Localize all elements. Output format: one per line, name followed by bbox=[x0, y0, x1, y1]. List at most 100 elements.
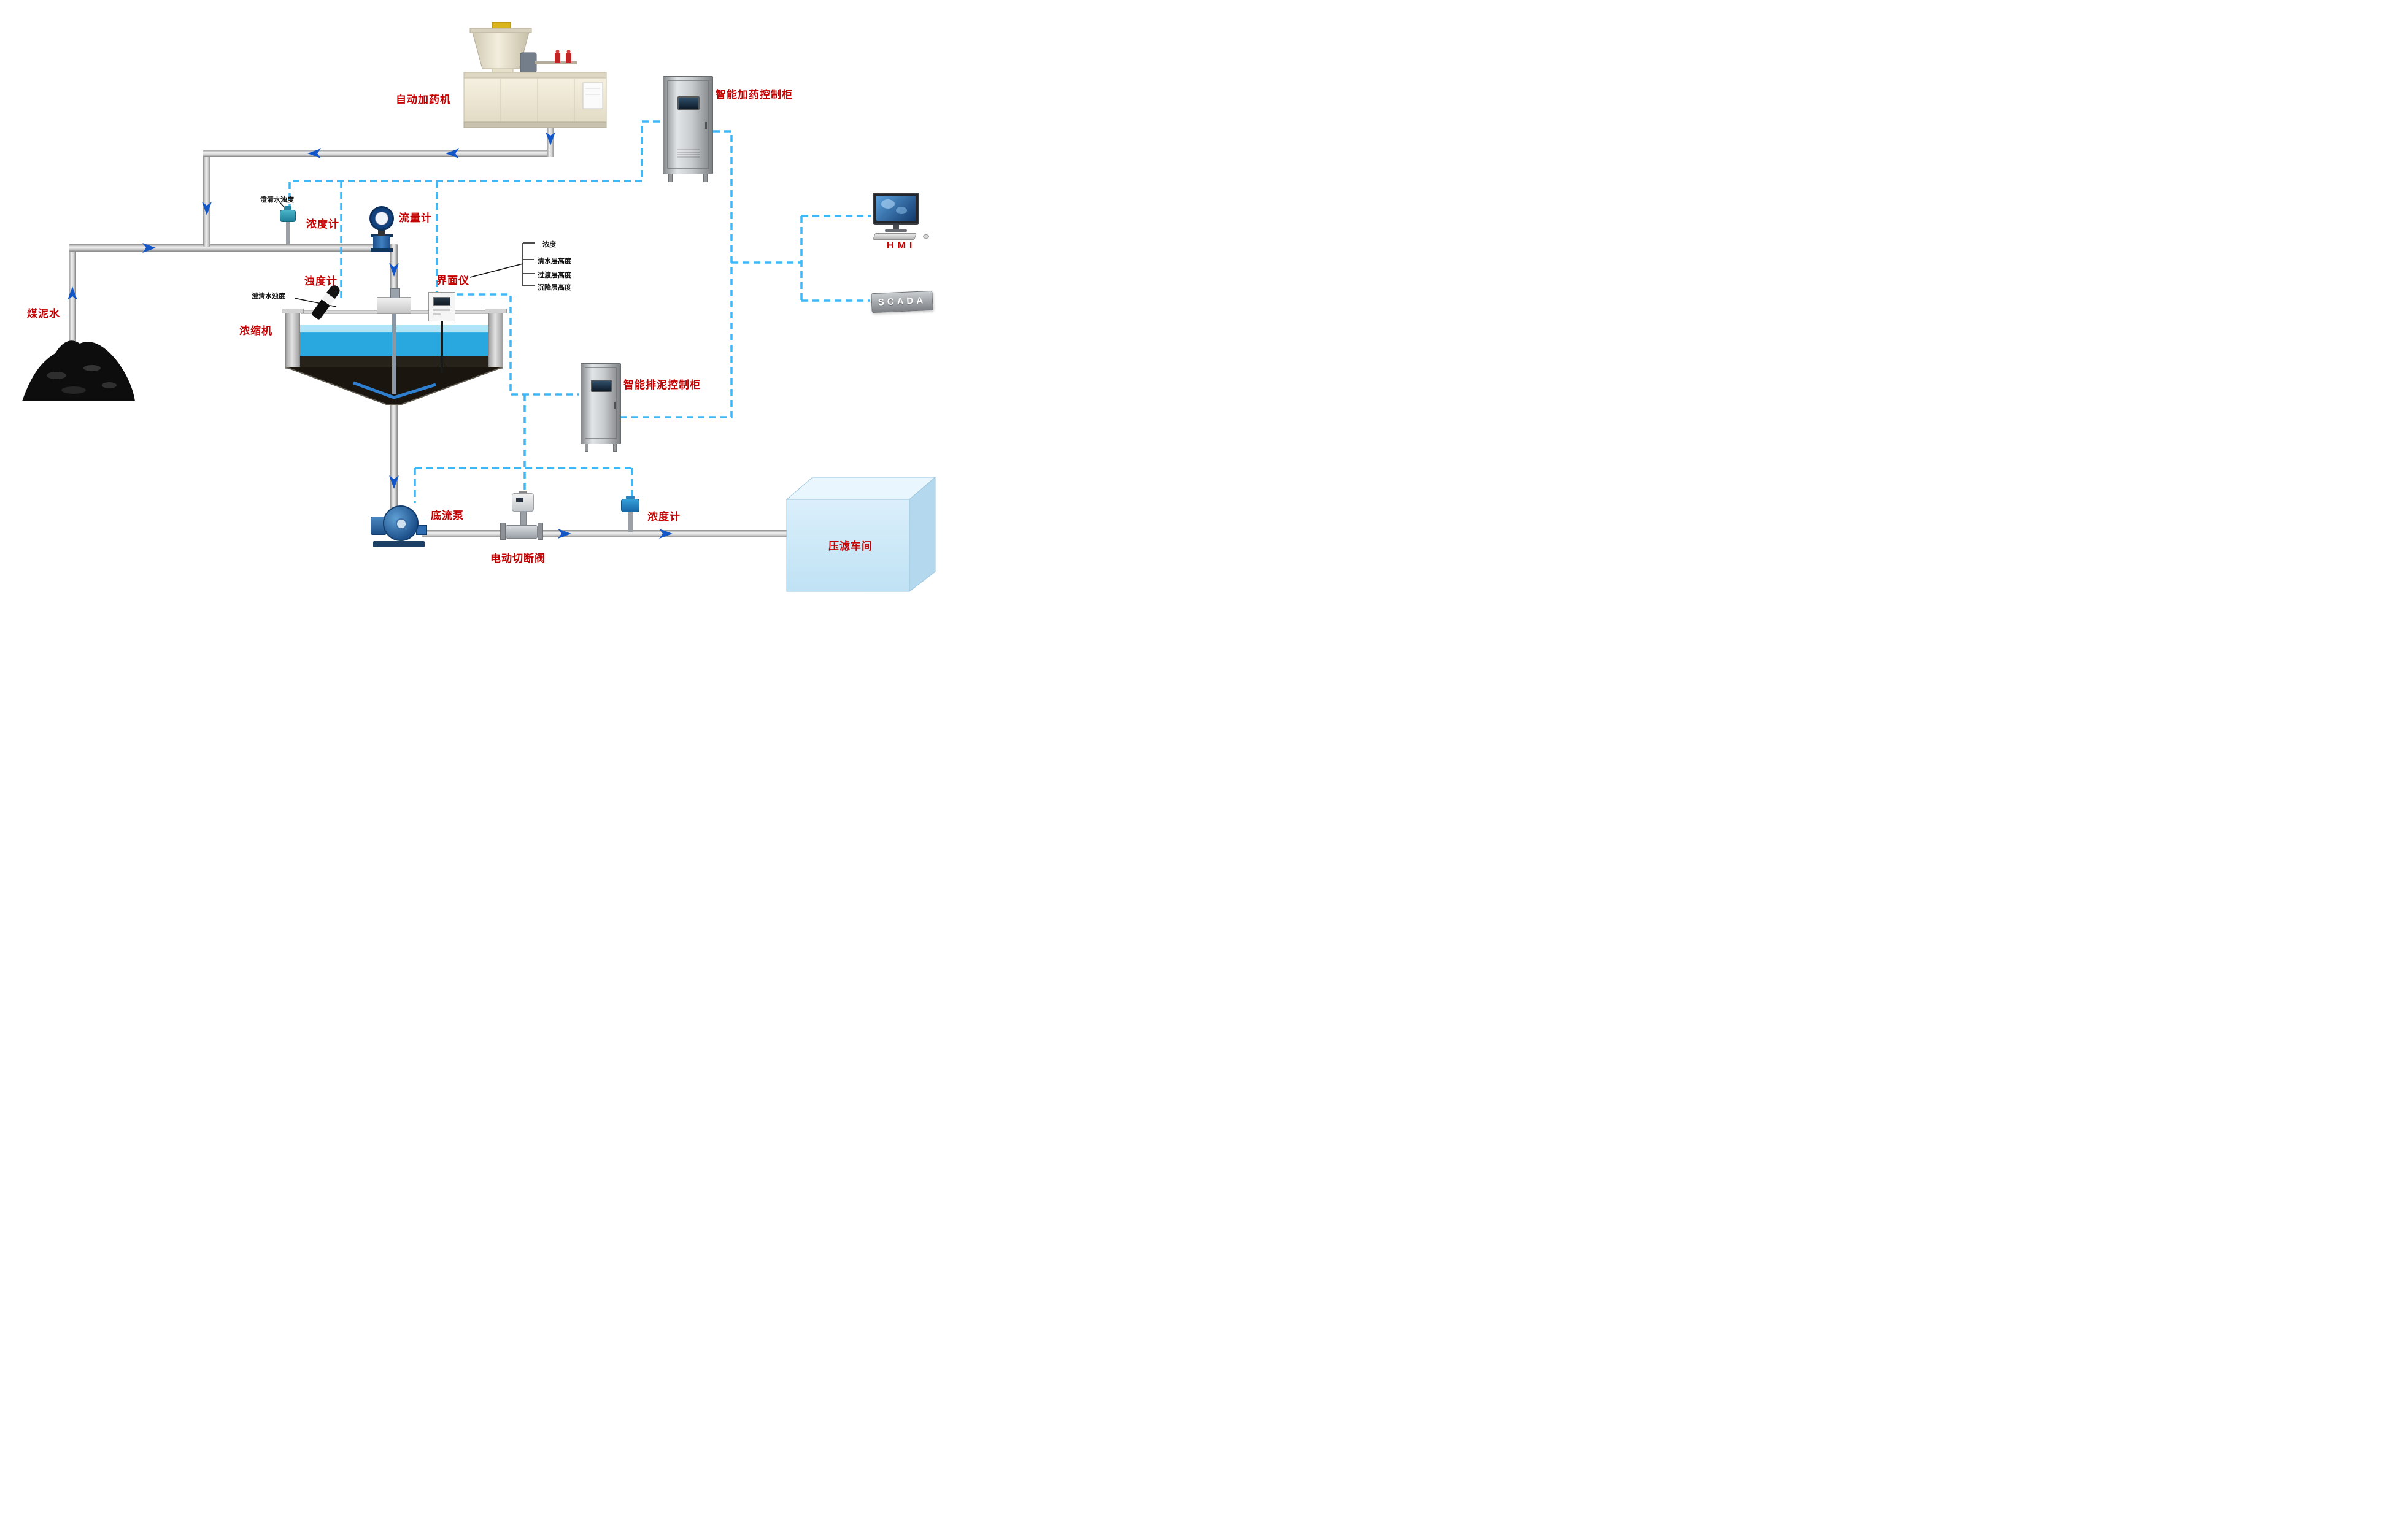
hmi-mouse bbox=[923, 234, 929, 239]
label-electric-shutoff-valve: 电动切断阀 bbox=[490, 553, 546, 564]
pipe-dosing-horizontal bbox=[203, 150, 554, 157]
cabinet-display-screen bbox=[591, 380, 612, 392]
underflow-pump-device bbox=[368, 501, 430, 548]
label-filter-press-workshop: 压滤车间 bbox=[828, 540, 873, 552]
thickener-wall-left bbox=[285, 312, 300, 369]
sensor-head bbox=[280, 210, 296, 222]
label-interface-meter: 界面仪 bbox=[436, 275, 469, 286]
turbidity-meter-probe bbox=[311, 283, 342, 321]
arrow-down-icon bbox=[389, 475, 399, 489]
screen-map-blob bbox=[896, 207, 907, 214]
pump-volute bbox=[383, 505, 419, 541]
concentration-meter-bottom-device bbox=[621, 496, 641, 532]
interface-meter-rod bbox=[441, 321, 443, 373]
arrow-right-icon bbox=[558, 529, 571, 539]
monitor-stand bbox=[893, 225, 899, 229]
sensor-stem bbox=[286, 222, 290, 244]
cabinet-handle bbox=[705, 122, 707, 129]
concentration-meter-top-device bbox=[280, 206, 298, 245]
label-interface-output-transition-layer: 过渡层高度 bbox=[538, 272, 571, 279]
flowmeter-neck bbox=[378, 229, 385, 236]
flowmeter-dial bbox=[375, 212, 388, 225]
scada-label: SCADA bbox=[878, 295, 927, 308]
thickener bbox=[279, 282, 512, 414]
arrow-down-icon bbox=[202, 202, 212, 215]
hmi-keyboard bbox=[873, 233, 917, 240]
filter-press-workshop-building bbox=[783, 474, 936, 593]
cabinet-leg bbox=[703, 174, 708, 182]
label-turbidity-meter: 浊度计 bbox=[304, 275, 338, 287]
label-underflow-pump: 底流泵 bbox=[431, 510, 464, 521]
monitor-base bbox=[885, 229, 907, 232]
cabinet-leg bbox=[668, 174, 673, 182]
dosing-machine-graphic bbox=[463, 21, 607, 128]
arrow-right-icon bbox=[142, 243, 156, 253]
arrow-right-icon bbox=[659, 529, 673, 539]
label-interface-output-clear-layer: 清水层高度 bbox=[538, 258, 571, 265]
drive-motor bbox=[390, 288, 400, 298]
thickener-rim-right bbox=[485, 309, 507, 313]
cabinet-vent bbox=[677, 149, 700, 158]
interface-meter-detail bbox=[433, 313, 441, 315]
hmi-screen bbox=[876, 196, 916, 221]
label-thickener: 浓缩机 bbox=[239, 325, 272, 337]
thickener-rim-left bbox=[282, 309, 304, 313]
interface-meter-detail bbox=[433, 309, 450, 311]
sensor-cap bbox=[626, 496, 635, 499]
cabinet-handle bbox=[614, 402, 616, 409]
sensor-stem bbox=[628, 512, 633, 532]
interface-meter-screen bbox=[433, 297, 450, 306]
cabinet-display-screen bbox=[677, 96, 700, 110]
cabinet-leg bbox=[613, 444, 617, 452]
label-dosing-cabinet: 智能加药控制柜 bbox=[716, 89, 793, 101]
label-interface-output-concentration: 浓度 bbox=[542, 241, 556, 248]
scada-badge: SCADA bbox=[871, 290, 933, 313]
sensor-head bbox=[621, 499, 639, 512]
screen-map-blob bbox=[881, 199, 895, 209]
valve-knob bbox=[519, 491, 527, 494]
thickener-shaft bbox=[392, 314, 396, 394]
label-clarified-water-turbidity-top: 澄清水浊度 bbox=[260, 196, 294, 204]
cabinet-door bbox=[585, 367, 617, 439]
interface-meter-device bbox=[428, 292, 455, 321]
arrow-left-icon bbox=[307, 148, 321, 158]
label-hmi: HMI bbox=[887, 240, 916, 251]
automatic-dosing-machine bbox=[461, 21, 609, 128]
label-dosing-machine: 自动加药机 bbox=[396, 94, 451, 106]
flow-meter-device bbox=[365, 206, 399, 252]
dosing-control-cabinet bbox=[663, 76, 713, 182]
cabinet-leg bbox=[585, 444, 588, 452]
pipe-slurry-riser bbox=[69, 244, 76, 350]
rake-arms bbox=[353, 381, 436, 399]
hmi-monitor bbox=[873, 193, 919, 225]
arrow-down-icon bbox=[546, 132, 555, 145]
connections-layer bbox=[22, 120, 871, 539]
process-flow-diagram: SCADA bbox=[0, 0, 943, 596]
coal-pile bbox=[22, 340, 135, 401]
pump-base bbox=[373, 541, 425, 547]
valve-flange bbox=[500, 523, 506, 540]
flowmeter-display bbox=[369, 206, 394, 231]
label-concentration-meter-bottom: 浓度计 bbox=[647, 511, 681, 523]
cabinet-door bbox=[667, 80, 709, 169]
valve-actuator bbox=[512, 493, 534, 512]
electric-valve-device bbox=[498, 491, 545, 541]
pipe-main-feed bbox=[69, 244, 398, 252]
arrow-up-icon bbox=[68, 286, 77, 300]
thickener-drive-head bbox=[377, 297, 411, 314]
valve-stem bbox=[520, 512, 527, 525]
building-graphic bbox=[785, 476, 936, 593]
label-flow-meter: 流量计 bbox=[399, 212, 432, 224]
label-coal-slurry-water: 煤泥水 bbox=[27, 308, 60, 320]
valve-flange bbox=[538, 523, 543, 540]
sludge-control-cabinet bbox=[581, 363, 621, 452]
flowmeter-flange bbox=[371, 248, 393, 252]
valve-body bbox=[506, 525, 538, 539]
label-sludge-cabinet: 智能排泥控制柜 bbox=[623, 379, 701, 391]
signal-lines bbox=[288, 120, 871, 503]
flowmeter-body bbox=[373, 236, 390, 250]
actuator-window bbox=[516, 498, 523, 502]
pump-hub bbox=[396, 518, 407, 529]
label-clarified-water-turbidity-mid: 澄清水浊度 bbox=[252, 293, 285, 300]
pipe-dosing-riser bbox=[203, 153, 210, 247]
